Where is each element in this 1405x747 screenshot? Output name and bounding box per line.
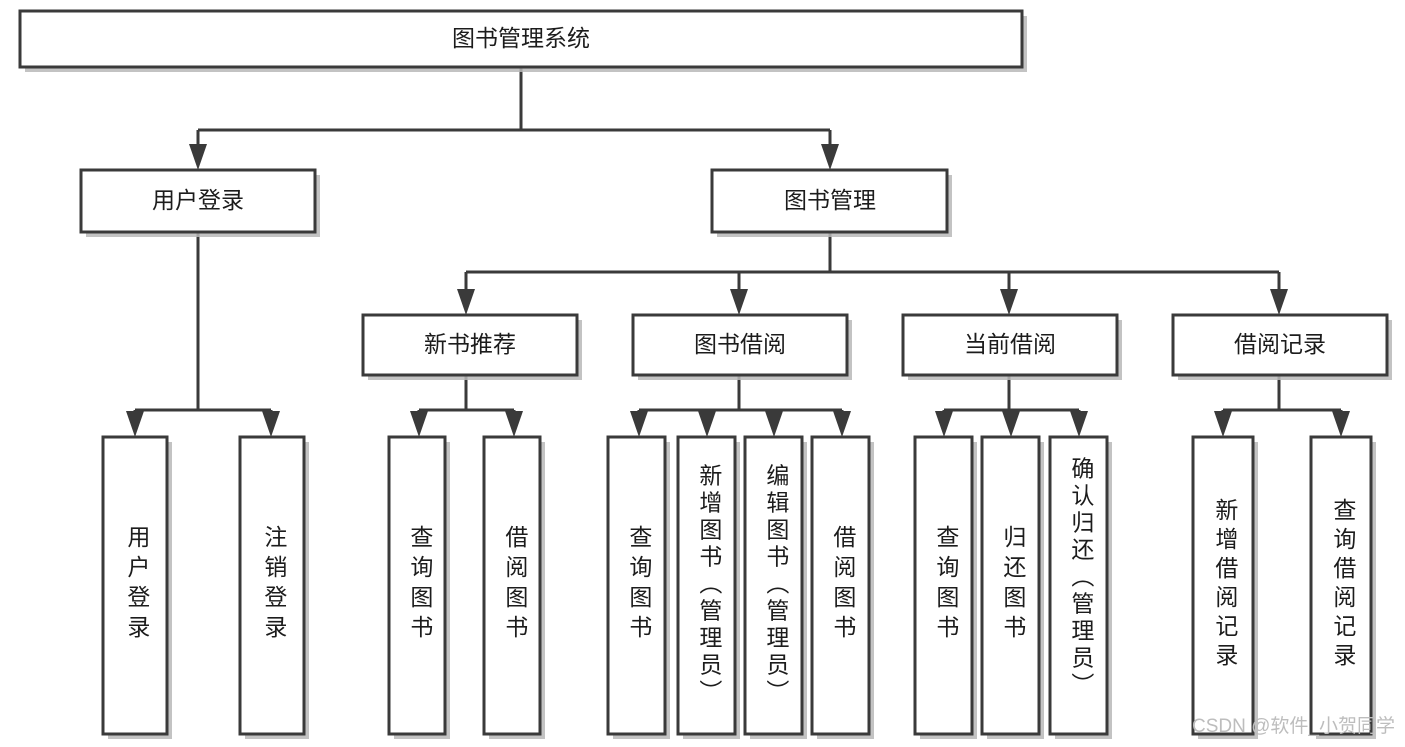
node-leaf-query-record[interactable]: 查询借阅记录 bbox=[1309, 435, 1376, 739]
csdn-watermark: CSDN @软件_小贺同学 bbox=[1192, 715, 1395, 737]
node-leaf-borrow-book-1-box[interactable] bbox=[482, 435, 542, 736]
node-leaf-confirm-return-box[interactable] bbox=[1048, 435, 1109, 736]
arrow-head-leaf-query-book-1 bbox=[410, 411, 428, 437]
connector-group-user-login bbox=[126, 232, 280, 437]
node-book-borrow-label: 图书借阅 bbox=[694, 331, 786, 357]
node-borrow-record-box[interactable] bbox=[1171, 313, 1389, 377]
node-borrow-record-label: 借阅记录 bbox=[1234, 331, 1326, 357]
node-leaf-user-logout-label: 注销登录 bbox=[261, 525, 288, 645]
node-borrow-record[interactable]: 借阅记录 bbox=[1171, 313, 1392, 380]
arrow-head-leaf-add-record bbox=[1214, 411, 1232, 437]
node-current-borrow-label: 当前借阅 bbox=[964, 331, 1056, 357]
node-current-borrow[interactable]: 当前借阅 bbox=[901, 313, 1122, 380]
node-leaf-user-login[interactable]: 用户登录 bbox=[101, 435, 172, 739]
node-leaf-add-record-box[interactable] bbox=[1191, 435, 1255, 736]
node-leaf-query-book-1-box[interactable] bbox=[387, 435, 447, 736]
arrow-head-leaf-return-book bbox=[1002, 411, 1020, 437]
node-leaf-query-book-2[interactable]: 查询图书 bbox=[606, 435, 670, 739]
node-leaf-user-logout[interactable]: 注销登录 bbox=[238, 435, 309, 739]
connector-group-root bbox=[189, 67, 839, 170]
node-leaf-add-book[interactable]: 新增图书（管理员） bbox=[676, 435, 740, 739]
arrow-head-user-login bbox=[189, 144, 207, 170]
connector-group-borrow-record bbox=[1214, 375, 1350, 437]
arrow-head-leaf-borrow-book-1 bbox=[505, 411, 523, 437]
node-leaf-query-book-2-box[interactable] bbox=[606, 435, 667, 736]
node-leaf-query-book-3[interactable]: 查询图书 bbox=[913, 435, 977, 739]
node-leaf-query-record-box[interactable] bbox=[1309, 435, 1373, 736]
node-leaf-query-book-3-label: 查询图书 bbox=[933, 525, 960, 645]
node-leaf-confirm-return-label: 确认归还（管理员） bbox=[1068, 457, 1095, 700]
node-root-box[interactable] bbox=[18, 9, 1024, 69]
node-leaf-query-record-label: 查询借阅记录 bbox=[1330, 498, 1357, 672]
node-user-login[interactable]: 用户登录 bbox=[79, 168, 320, 237]
node-leaf-user-login-label: 用户登录 bbox=[124, 525, 151, 645]
node-leaf-confirm-return[interactable]: 确认归还（管理员） bbox=[1048, 435, 1112, 739]
node-leaf-edit-book[interactable]: 编辑图书（管理员） bbox=[743, 435, 807, 739]
connector-group-book-borrow bbox=[630, 375, 851, 437]
arrow-head-leaf-borrow-book-2 bbox=[833, 411, 851, 437]
node-book-mgmt-label: 图书管理 bbox=[784, 187, 876, 213]
arrow-head-book-borrow bbox=[730, 289, 748, 315]
node-book-borrow[interactable]: 图书借阅 bbox=[631, 313, 852, 380]
node-leaf-edit-book-box[interactable] bbox=[743, 435, 804, 736]
node-leaf-query-book-2-label: 查询图书 bbox=[626, 525, 653, 645]
node-leaf-return-book-box[interactable] bbox=[980, 435, 1041, 736]
node-root[interactable]: 图书管理系统 bbox=[18, 9, 1027, 72]
arrow-head-leaf-query-book-2 bbox=[630, 411, 648, 437]
node-root-label: 图书管理系统 bbox=[452, 25, 590, 51]
node-leaf-borrow-book-2-label: 借阅图书 bbox=[830, 525, 857, 645]
node-leaf-user-logout-box[interactable] bbox=[238, 435, 306, 736]
node-book-borrow-box[interactable] bbox=[631, 313, 849, 377]
arrow-head-leaf-edit-book bbox=[765, 411, 783, 437]
arrow-head-leaf-user-logout bbox=[262, 411, 280, 437]
arrow-head-leaf-query-record bbox=[1332, 411, 1350, 437]
node-leaf-add-book-label: 新增图书（管理员） bbox=[696, 464, 723, 707]
node-leaf-edit-book-label: 编辑图书（管理员） bbox=[763, 464, 790, 707]
arrow-head-current-borrow bbox=[1000, 289, 1018, 315]
connector-group-new-book-rec bbox=[410, 375, 523, 437]
node-leaf-return-book[interactable]: 归还图书 bbox=[980, 435, 1044, 739]
node-leaf-add-record-label: 新增借阅记录 bbox=[1212, 498, 1239, 672]
node-new-book-rec-box[interactable] bbox=[361, 313, 579, 377]
node-leaf-query-book-1[interactable]: 查询图书 bbox=[387, 435, 450, 739]
arrow-head-leaf-query-book-3 bbox=[935, 411, 953, 437]
node-new-book-rec[interactable]: 新书推荐 bbox=[361, 313, 582, 380]
node-user-login-label: 用户登录 bbox=[152, 187, 244, 213]
node-book-mgmt[interactable]: 图书管理 bbox=[710, 168, 952, 237]
arrow-head-leaf-confirm-return bbox=[1070, 411, 1088, 437]
node-leaf-query-book-3-box[interactable] bbox=[913, 435, 974, 736]
arrow-head-leaf-user-login bbox=[126, 411, 144, 437]
node-book-mgmt-box[interactable] bbox=[710, 168, 949, 234]
node-leaf-user-login-box[interactable] bbox=[101, 435, 169, 736]
arrow-head-leaf-add-book bbox=[698, 411, 716, 437]
node-user-login-box[interactable] bbox=[79, 168, 317, 234]
arrow-head-new-book-rec bbox=[457, 289, 475, 315]
node-current-borrow-box[interactable] bbox=[901, 313, 1119, 377]
connector-group-book-mgmt bbox=[457, 232, 1288, 315]
node-leaf-add-book-box[interactable] bbox=[676, 435, 737, 736]
node-leaf-borrow-book-2[interactable]: 借阅图书 bbox=[810, 435, 874, 739]
node-leaf-borrow-book-1-label: 借阅图书 bbox=[502, 525, 529, 645]
node-new-book-rec-label: 新书推荐 bbox=[424, 331, 516, 357]
node-leaf-borrow-book-1[interactable]: 借阅图书 bbox=[482, 435, 545, 739]
node-leaf-return-book-label: 归还图书 bbox=[1000, 525, 1027, 645]
arrow-head-borrow-record bbox=[1270, 289, 1288, 315]
node-leaf-query-book-1-label: 查询图书 bbox=[407, 525, 434, 645]
node-leaf-add-record[interactable]: 新增借阅记录 bbox=[1191, 435, 1258, 739]
connector-group-current-borrow bbox=[935, 375, 1088, 437]
arrow-head-book-mgmt bbox=[821, 144, 839, 170]
node-leaf-borrow-book-2-box[interactable] bbox=[810, 435, 871, 736]
